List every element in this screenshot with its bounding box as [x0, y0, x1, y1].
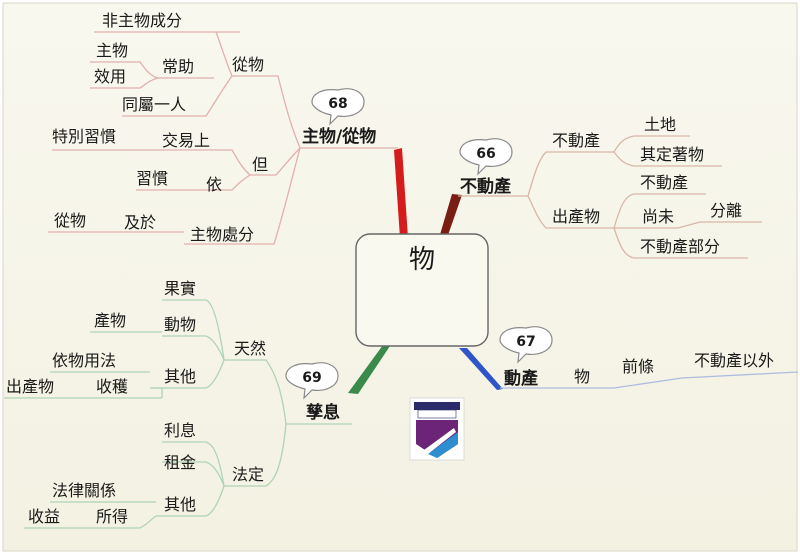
node-fei-zhu-wu[interactable]: 非主物成分 [102, 11, 182, 30]
node-cong-wu[interactable]: 從物 [232, 55, 264, 74]
svg-text:69: 69 [302, 370, 321, 386]
svg-text:67: 67 [516, 334, 535, 350]
node-bu-dong-chan-2[interactable]: 不動產 [640, 173, 688, 192]
node-qi-ding-zhu-wu[interactable]: 其定著物 [640, 145, 704, 164]
node-dong-wu[interactable]: 動物 [164, 315, 196, 334]
callout-69: 69 [285, 362, 339, 400]
node-qi-ta[interactable]: 其他 [164, 367, 196, 386]
node-tian-ran[interactable]: 天然 [234, 339, 266, 358]
node-shang-wei[interactable]: 尚未 [642, 207, 674, 226]
branch-69: 孳息 天然 果實 動物 產物 其他 依物用法 收穫 出產物 法定 利息 租金 其… [6, 279, 340, 526]
branch-68-connector [394, 148, 408, 238]
node-shou-yi[interactable]: 收益 [28, 507, 60, 526]
branch-68-lines [48, 31, 398, 245]
node-bu-dong-chan-yi-wai[interactable]: 不動產以外 [694, 351, 774, 370]
node-chu-chan-wu-69[interactable]: 出產物 [6, 377, 54, 396]
node-zu-jin[interactable]: 租金 [164, 453, 196, 472]
node-xi-guan[interactable]: 習慣 [136, 169, 168, 188]
node-bu-dong-chan[interactable]: 不動產 [552, 131, 600, 150]
branch-67-title[interactable]: 動產 [504, 368, 538, 389]
node-cong-wu-2[interactable]: 從物 [54, 211, 86, 230]
branch-66: 不動產 不動產 土地 其定著物 出產物 不動產 尚未 分離 不動產部分 [460, 115, 742, 256]
branch-66-connector [439, 194, 462, 238]
node-wu[interactable]: 物 [574, 367, 590, 386]
svg-text:66: 66 [476, 146, 495, 162]
node-fa-ding[interactable]: 法定 [232, 465, 264, 484]
node-qian-tiao[interactable]: 前條 [622, 357, 654, 376]
node-xiao-yong[interactable]: 效用 [94, 67, 126, 86]
node-zhu-wu[interactable]: 主物 [96, 41, 128, 60]
node-chu-chan-wu[interactable]: 出產物 [552, 207, 600, 226]
branch-69-title[interactable]: 孳息 [306, 402, 340, 423]
callout-66: 66 [459, 138, 513, 176]
branch-68-title[interactable]: 主物/從物 [302, 126, 376, 147]
callout-67: 67 [499, 326, 553, 364]
node-shou-huo[interactable]: 收穫 [96, 377, 128, 396]
branch-69-lines [4, 299, 352, 529]
svg-text:68: 68 [328, 96, 347, 112]
node-zhu-wu-chu-fen[interactable]: 主物處分 [190, 225, 254, 244]
branch-66-title[interactable]: 不動產 [460, 176, 511, 197]
branch-69-connector [348, 345, 390, 394]
node-ji-yu[interactable]: 及於 [124, 213, 156, 232]
node-bu-dong-chan-bu-fen[interactable]: 不動產部分 [640, 237, 720, 256]
callout-68: 68 [311, 88, 365, 126]
node-yi[interactable]: 依 [206, 175, 222, 194]
node-yi-wu-yong-fa[interactable]: 依物用法 [52, 351, 116, 370]
node-chang-zhu[interactable]: 常助 [162, 57, 194, 76]
node-chan-wu[interactable]: 產物 [94, 311, 126, 330]
branch-66-lines [458, 135, 762, 259]
node-suo-de[interactable]: 所得 [96, 507, 128, 526]
node-tu-di[interactable]: 土地 [644, 115, 676, 134]
branch-67-lines [500, 371, 799, 389]
node-li-xi[interactable]: 利息 [164, 421, 196, 440]
node-fa-lu-guan-xi[interactable]: 法律關係 [52, 481, 116, 500]
central-node-label: 物 [409, 245, 435, 275]
node-qi-ta-2[interactable]: 其他 [164, 495, 196, 514]
logo-icon [409, 397, 465, 461]
branch-67: 動產 物 前條 不動產以外 [504, 351, 774, 389]
branch-67-connector [459, 348, 503, 390]
node-fen-li[interactable]: 分離 [710, 201, 742, 220]
central-node[interactable] [355, 233, 489, 347]
node-guo-shi[interactable]: 果實 [164, 279, 196, 298]
node-jiao-yi-shang[interactable]: 交易上 [162, 131, 210, 150]
node-te-bie[interactable]: 特別習慣 [52, 127, 116, 146]
branch-68: 主物/從物 從物 非主物成分 常助 主物 效用 同屬一人 但 交易上 特別習慣 … [52, 11, 376, 244]
node-tong-shu[interactable]: 同屬一人 [122, 95, 186, 114]
node-dan[interactable]: 但 [252, 155, 268, 174]
